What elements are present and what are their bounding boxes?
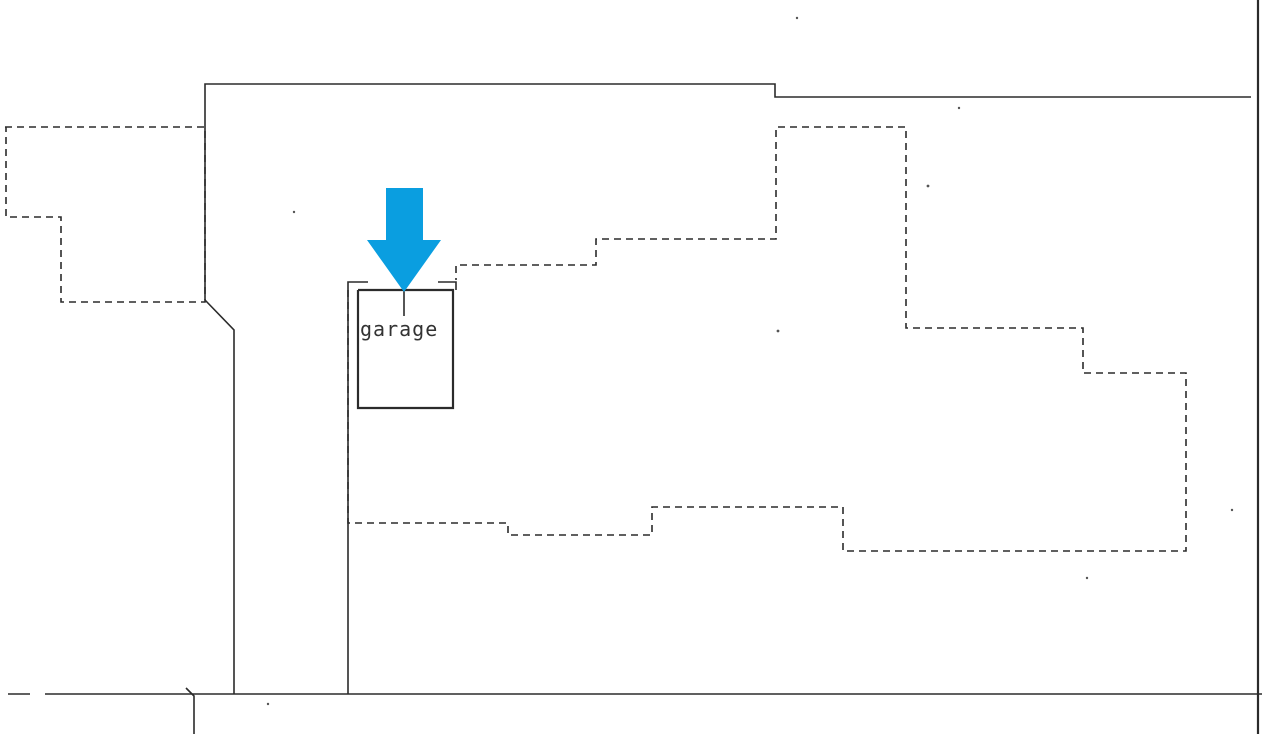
garage-door-edge — [438, 281, 457, 290]
scan-speck — [1230, 508, 1234, 512]
down-arrow-icon — [367, 188, 441, 292]
scan-speck — [266, 702, 270, 706]
building-footprint — [347, 126, 1187, 552]
garage-label: garage — [360, 317, 438, 341]
scan-speck — [292, 210, 296, 214]
lot-outline-left-edge — [204, 299, 235, 694]
scan-speck — [926, 184, 930, 188]
scan-speck — [795, 16, 799, 20]
curb-line — [185, 687, 195, 734]
left-neighbor-footprint — [5, 126, 206, 303]
scan-speck — [776, 329, 780, 333]
driveway-edge — [347, 281, 368, 694]
garage-outline — [356, 288, 455, 410]
lot-outline-top — [204, 83, 1251, 300]
scan-speck — [1085, 576, 1089, 580]
scan-speck — [957, 106, 961, 110]
